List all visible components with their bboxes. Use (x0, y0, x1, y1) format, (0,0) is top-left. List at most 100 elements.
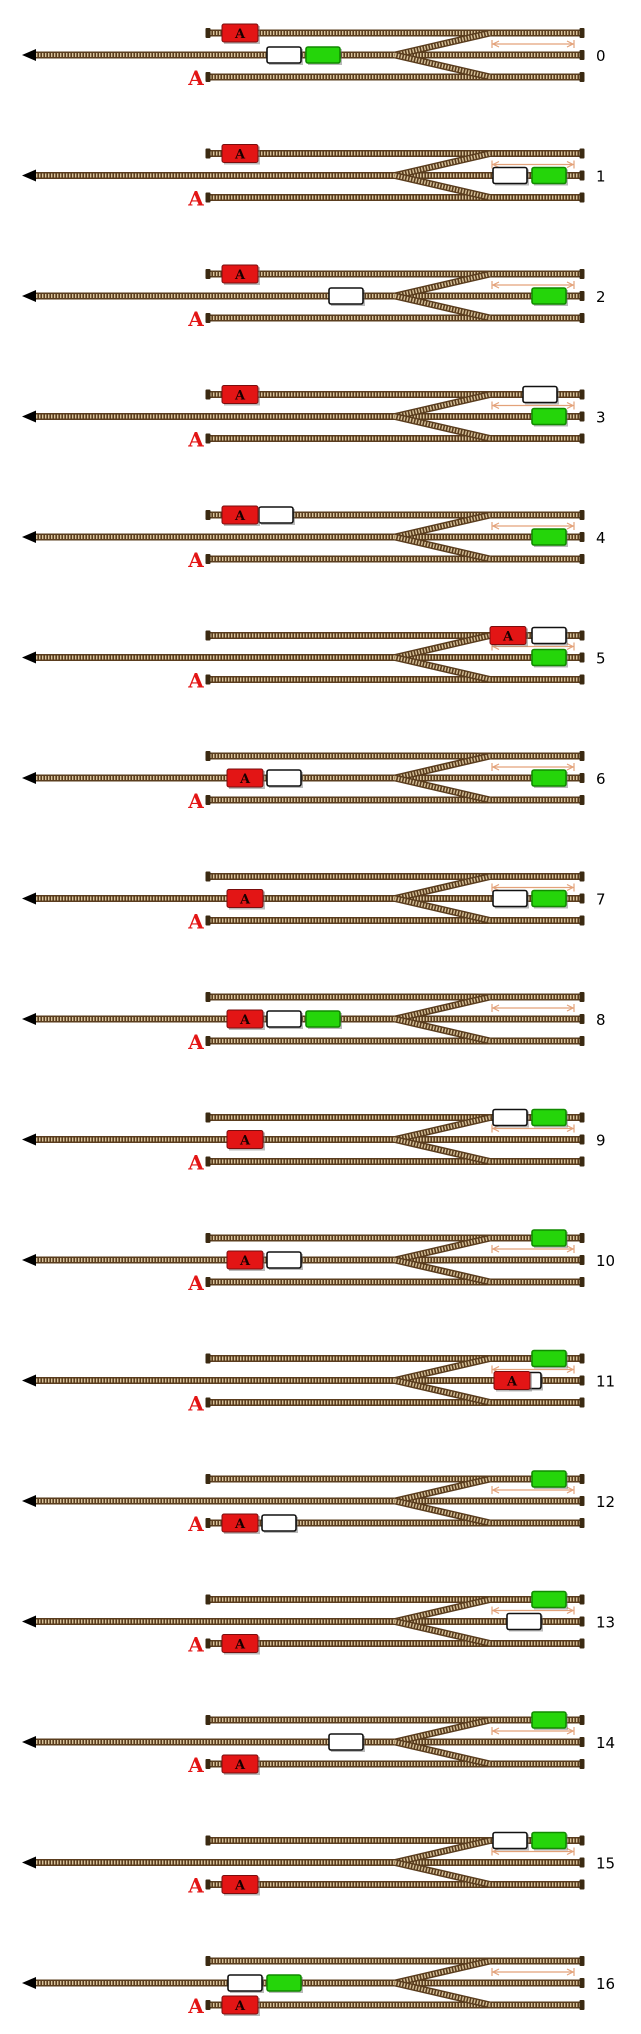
main-track (30, 1015, 580, 1023)
bottom-siding-track (210, 1037, 580, 1045)
buffer-stop (205, 192, 211, 203)
green-wagon (531, 769, 568, 788)
engine-a: A (226, 1250, 265, 1271)
top-siding-track (210, 873, 580, 880)
main-track (30, 774, 580, 782)
top-siding-track (210, 270, 580, 278)
buffer-stop (205, 992, 211, 1002)
bottom-siding-track (210, 1760, 580, 1768)
green-wagon (531, 1349, 568, 1369)
buffer-stop (579, 1112, 585, 1123)
green-wagon (305, 46, 342, 65)
white-wagon (266, 46, 303, 65)
exit-arrow-icon (22, 1133, 36, 1146)
buffer-stop (579, 1857, 585, 1868)
buffer-stop (579, 773, 585, 783)
turnout-bottom (394, 654, 491, 683)
engine-letter: A (234, 148, 246, 163)
exit-arrow-icon (22, 1856, 36, 1869)
engine-a: A (221, 505, 260, 526)
turnout-top (394, 1114, 491, 1143)
buffer-stop (579, 28, 585, 38)
loco-marker-label: A (187, 1030, 204, 1054)
engine-letter: A (234, 1758, 246, 1773)
buffer-stop (205, 148, 211, 159)
turnout-top (394, 1716, 491, 1746)
length-marker (491, 1968, 575, 1976)
loco-marker-label: A (187, 1512, 204, 1536)
exit-arrow-icon (22, 892, 36, 905)
buffer-stop (579, 1134, 585, 1145)
turnout-bottom (394, 1256, 491, 1286)
buffer-stop (579, 1156, 585, 1167)
buffer-stop (205, 1277, 211, 1287)
length-marker (491, 1606, 575, 1615)
exit-arrow-icon (22, 1977, 36, 1989)
buffer-stop (579, 411, 585, 422)
engine-letter: A (239, 1254, 251, 1269)
green-wagon (531, 166, 568, 186)
buffer-stop (579, 192, 585, 203)
buffer-stop (579, 1518, 585, 1528)
engine-letter: A (234, 1879, 246, 1894)
engine-a: A (221, 264, 260, 285)
buffer-stop (579, 532, 585, 542)
buffer-stop (205, 269, 211, 279)
green-wagon (266, 1974, 303, 1993)
buffer-stop (579, 170, 585, 181)
turnout-bottom (394, 1979, 491, 2009)
buffer-stop (205, 510, 211, 520)
buffer-stop (205, 28, 211, 38)
buffer-stop (205, 1036, 211, 1046)
buffer-stop (579, 433, 585, 444)
turnout-top (394, 511, 491, 541)
loco-marker-label: A (187, 307, 204, 331)
top-siding-track (210, 1596, 580, 1603)
engine-letter: A (239, 1013, 251, 1028)
turnout-bottom (394, 533, 491, 563)
turnout-bottom (394, 1015, 491, 1045)
green-wagon (531, 648, 568, 668)
buffer-stop (205, 1353, 211, 1364)
top-siding-track (210, 29, 580, 37)
length-marker (491, 40, 575, 48)
exit-arrow-icon (22, 290, 36, 302)
bottom-siding-track (210, 796, 580, 804)
turnout-top (394, 29, 491, 59)
length-marker (491, 1486, 575, 1494)
engine-letter: A (234, 1638, 246, 1653)
turnout-bottom (394, 1136, 491, 1165)
step-number: 12 (596, 1493, 615, 1511)
turnout-bottom (394, 413, 491, 442)
loco-marker-label: A (187, 66, 204, 90)
engine-letter: A (239, 1134, 251, 1149)
main-track (30, 413, 580, 420)
green-wagon (531, 287, 568, 306)
white-wagon (258, 506, 295, 525)
loco-marker-label: A (187, 1874, 204, 1898)
main-track (30, 1618, 580, 1625)
exit-arrow-icon (22, 410, 36, 423)
buffer-stop (579, 1397, 585, 1408)
main-track (30, 1256, 580, 1264)
buffer-stop (579, 1375, 585, 1386)
bottom-siding-track (210, 1881, 580, 1888)
turnout-top (394, 1596, 491, 1625)
length-marker (491, 522, 575, 530)
buffer-stop (579, 554, 585, 564)
top-siding-track (210, 752, 580, 760)
buffer-stop (205, 1956, 211, 1966)
step-number: 14 (596, 1734, 615, 1752)
buffer-stop (205, 1518, 211, 1528)
step-number: 16 (596, 1975, 615, 1993)
buffer-stop (579, 389, 585, 400)
exit-arrow-icon (22, 1495, 36, 1507)
white-wagon (492, 1831, 529, 1851)
turnout-bottom (394, 1738, 491, 1768)
buffer-stop (205, 1715, 211, 1725)
exit-arrow-icon (22, 1254, 36, 1266)
loco-marker-label: A (187, 428, 204, 452)
